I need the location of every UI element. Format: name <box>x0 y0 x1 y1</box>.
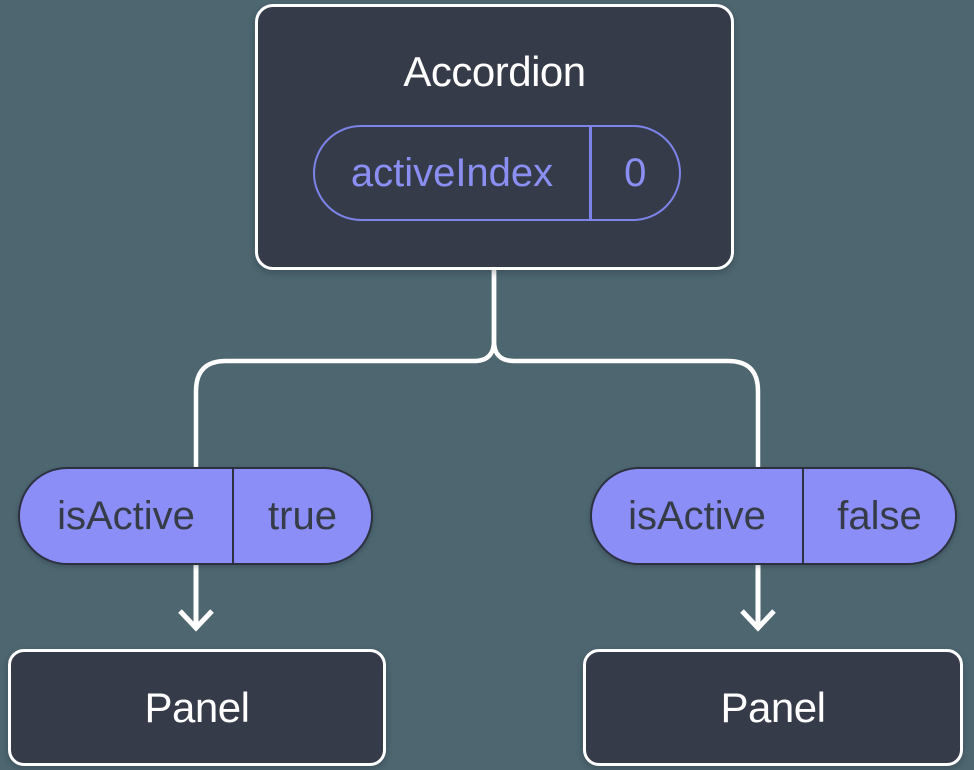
branch-line-left <box>193 270 497 470</box>
prop-pill-right: isActive false <box>590 467 957 565</box>
prop-pill-name: isActive <box>628 493 766 538</box>
panel-node-left: Panel <box>8 649 386 766</box>
prop-pill-name: isActive <box>57 493 195 538</box>
prop-pill-divider <box>232 469 234 563</box>
prop-pill-value: true <box>268 493 337 538</box>
prop-pill-value: false <box>837 493 922 538</box>
arrow-down-icon <box>178 609 214 632</box>
prop-pill-left: isActive true <box>18 467 373 565</box>
panel-node-title: Panel <box>144 683 250 731</box>
state-pill-divider <box>589 127 592 219</box>
branch-line-right <box>491 270 761 470</box>
arrow-down-icon <box>740 609 776 632</box>
state-pill: activeIndex 0 <box>313 125 681 221</box>
panel-node-right: Panel <box>583 649 963 766</box>
prop-pill-divider <box>802 469 804 563</box>
panel-node-title: Panel <box>720 683 826 731</box>
state-pill-name: activeIndex <box>350 150 554 195</box>
state-pill-value: 0 <box>624 150 647 195</box>
accordion-node-title: Accordion <box>403 48 586 95</box>
accordion-node: Accordion activeIndex 0 <box>255 4 734 270</box>
